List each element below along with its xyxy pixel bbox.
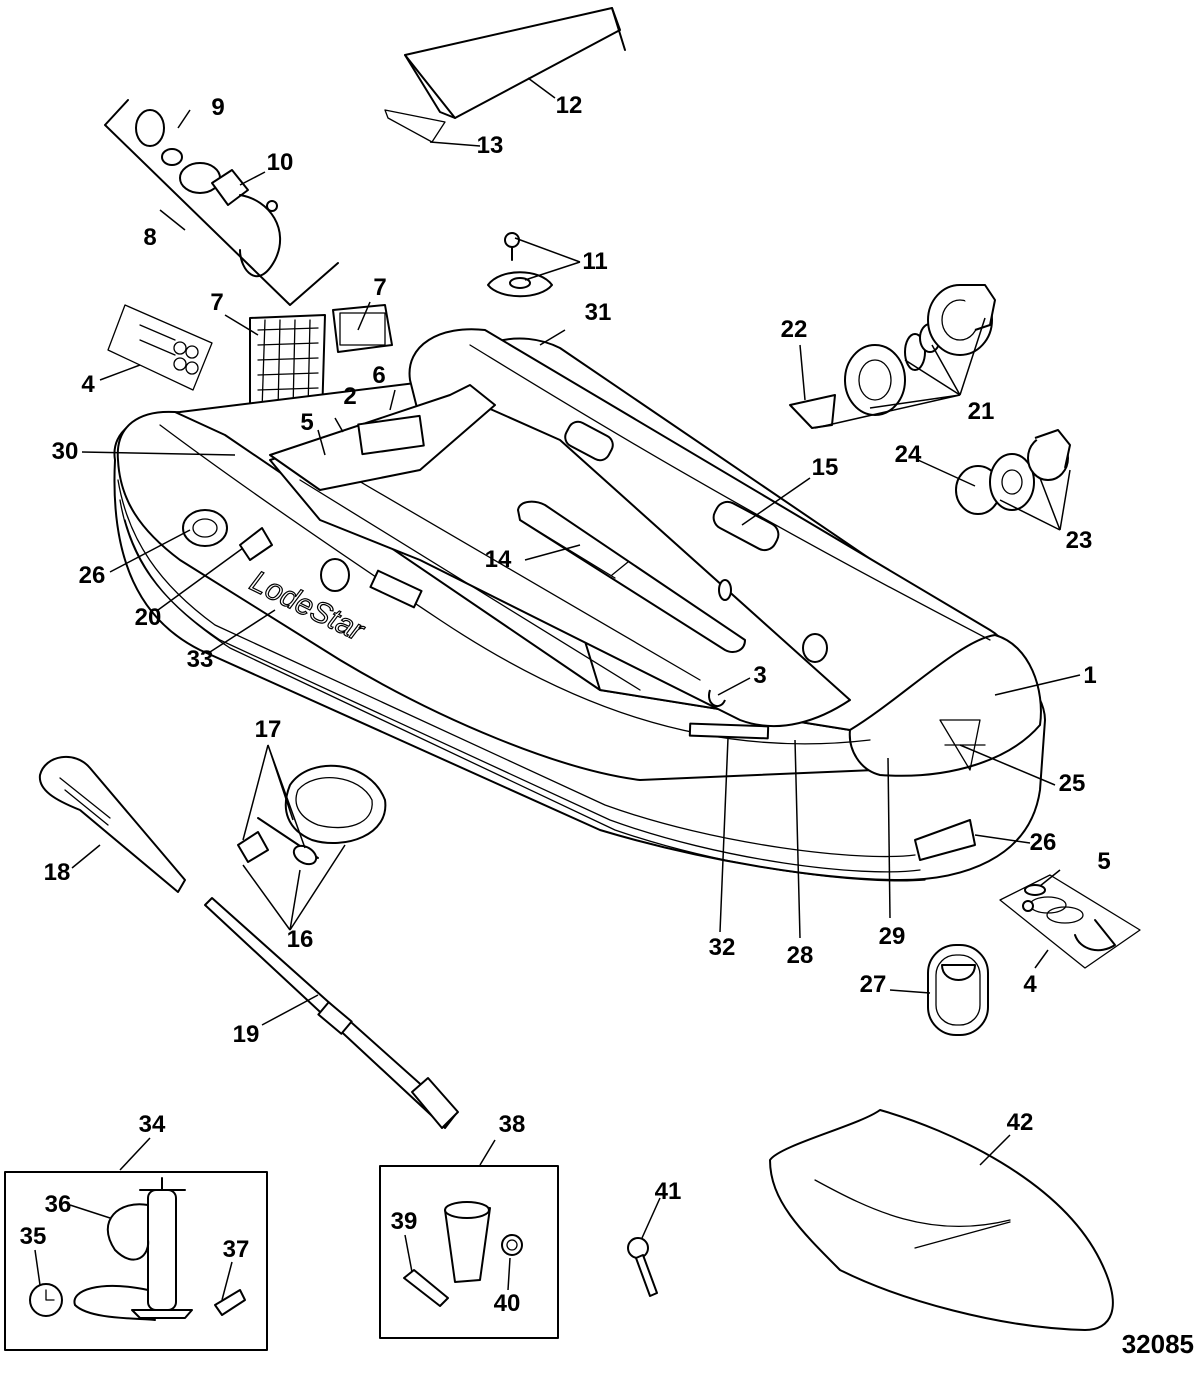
- oarlock-set: [237, 764, 387, 866]
- oar-blade: [38, 755, 186, 893]
- callout-1: 1: [1083, 662, 1097, 689]
- callout-27: 27: [859, 971, 887, 998]
- callout-21: 21: [967, 398, 995, 425]
- callout-11: 11: [582, 248, 608, 275]
- hardware-kit-right: [999, 874, 1141, 969]
- callout-4b: 4: [1023, 971, 1037, 998]
- valve-wrench: [627, 1237, 658, 1297]
- oar-shaft: [204, 897, 459, 1129]
- callout-33: 33: [186, 646, 214, 673]
- drain-plug: [487, 232, 553, 298]
- callout-13: 13: [476, 132, 504, 159]
- callout-40: 40: [493, 1290, 521, 1317]
- callout-19: 19: [232, 1021, 260, 1048]
- callout-5a: 5: [300, 409, 314, 436]
- callout-8: 8: [143, 224, 157, 251]
- callout-36: 36: [44, 1191, 72, 1218]
- callout-37: 37: [222, 1236, 250, 1263]
- callout-7b: 7: [373, 274, 387, 301]
- callout-28: 28: [786, 942, 814, 969]
- callout-15: 15: [811, 454, 839, 481]
- hardware-kit-left: [107, 304, 213, 391]
- callout-25: 25: [1058, 770, 1086, 797]
- callout-7a: 7: [210, 289, 224, 316]
- callout-6: 6: [372, 362, 386, 389]
- callout-39: 39: [390, 1208, 418, 1235]
- inflation-valve: [789, 284, 996, 429]
- callout-34: 34: [138, 1111, 166, 1138]
- inflatable-boat: LodeStar: [113, 328, 1046, 882]
- callout-9: 9: [211, 94, 225, 121]
- callout-41: 41: [654, 1178, 682, 1205]
- pump-kit: [4, 1171, 268, 1351]
- callout-14: 14: [484, 546, 512, 573]
- callout-20: 20: [134, 604, 162, 631]
- callout-12: 12: [555, 92, 583, 119]
- callout-32: 32: [708, 934, 736, 961]
- callout-26a: 26: [78, 562, 106, 589]
- callout-4a: 4: [81, 371, 95, 398]
- callout-29: 29: [878, 923, 906, 950]
- transom-board: [384, 7, 626, 143]
- callout-17: 17: [254, 716, 282, 743]
- callout-24: 24: [894, 441, 922, 468]
- valve-kit: [104, 99, 339, 306]
- boat-cover: [769, 1109, 1114, 1331]
- callout-3: 3: [753, 662, 767, 689]
- callout-2: 2: [343, 383, 357, 410]
- callout-5b: 5: [1097, 848, 1111, 875]
- d-ring-patch: [927, 944, 989, 1036]
- callout-31: 31: [584, 299, 612, 326]
- leader-lines: [34, 77, 1081, 1301]
- repair-kit: [379, 1165, 559, 1339]
- callout-26b: 26: [1029, 829, 1057, 856]
- callout-42: 42: [1006, 1109, 1034, 1136]
- callout-18: 18: [43, 859, 71, 886]
- callout-10: 10: [266, 149, 294, 176]
- callout-22: 22: [780, 316, 808, 343]
- callout-35: 35: [19, 1223, 47, 1250]
- figure-number: 32085: [1121, 1329, 1194, 1359]
- valve-cap: [955, 429, 1071, 515]
- callout-30: 30: [51, 438, 79, 465]
- callout-23: 23: [1065, 527, 1093, 554]
- callout-38: 38: [498, 1111, 526, 1138]
- callout-16: 16: [286, 926, 314, 953]
